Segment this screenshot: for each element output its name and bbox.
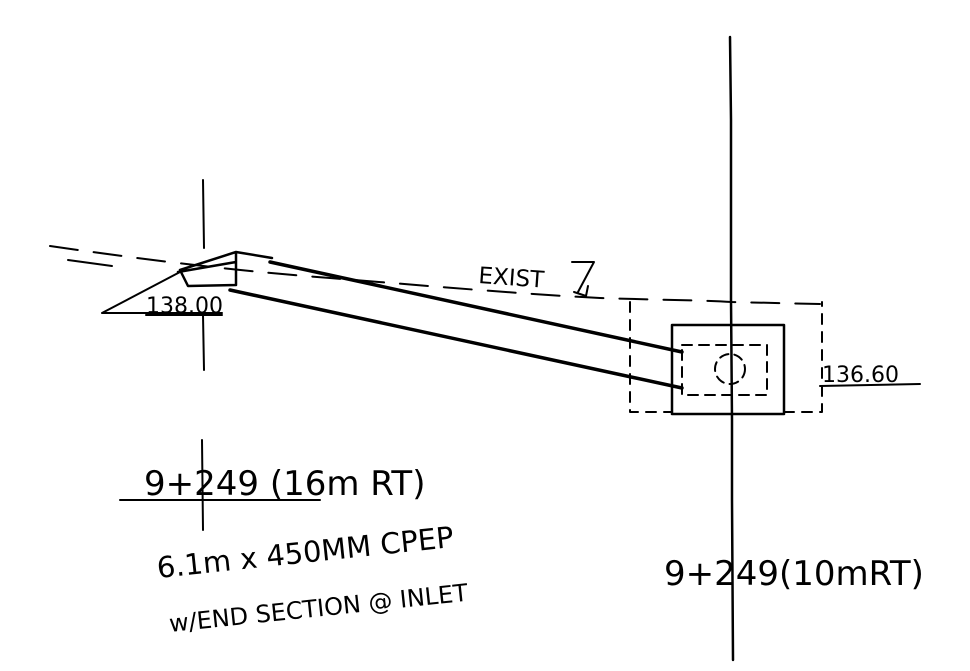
pipe-bottom-line [228,288,684,390]
inlet-structure-outer [670,323,786,416]
pipe-description-line2: w/END SECTION @ INLET [168,579,470,638]
inlet-structure-inner [681,344,768,396]
inlet-grate-circle [714,353,746,385]
outlet-end-section [176,250,274,288]
existing-grade-line [49,245,821,305]
right-station-line [728,35,735,662]
existing-grade-line-left [67,259,113,267]
existing-arrow [571,261,595,297]
inlet-elevation-underline [819,383,921,387]
left-station-line [201,179,205,531]
station-left-label: 9+249 (16m RT) [144,464,425,504]
pipe-description-line1: 6.1m x 450MM CPEP [155,520,455,585]
inlet-dashed-surround [629,301,823,413]
station-right-label: 9+249(10mRT) [664,554,924,594]
outlet-grade-wedge [101,271,223,314]
existing-grade-label: EXIST [478,263,546,294]
pipe-top-line [268,260,684,354]
